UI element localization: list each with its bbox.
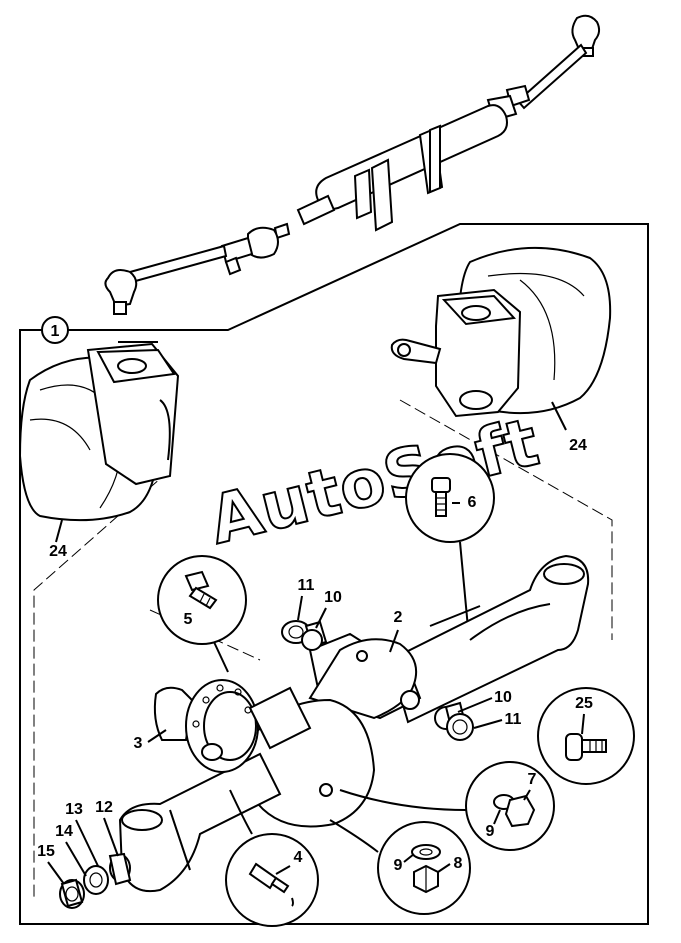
group-1-outline: 1: [19, 223, 649, 925]
callout-11-top: 11: [298, 577, 315, 594]
callout-15: 15: [37, 843, 55, 860]
callout-6: 6: [468, 494, 477, 511]
callout-3: 3: [134, 735, 143, 752]
axle-beam: 2 3: [118, 554, 590, 892]
callout-5: 5: [184, 611, 193, 628]
callout-14: 14: [55, 823, 73, 840]
detail-circle-4: 4: [225, 789, 319, 927]
callout-10-right: 10: [494, 689, 512, 706]
bushes-top: 11 10: [281, 577, 342, 651]
detail-circle-25: 25: [537, 687, 635, 785]
callout-9-right: 9: [486, 823, 495, 840]
detail-circle-8-9: 9 8: [329, 819, 471, 915]
seals-bearings: 12 13 14 15: [37, 799, 132, 909]
callout-4: 4: [294, 849, 303, 866]
callout-9-bottom: 9: [394, 857, 403, 874]
callout-10-top: 10: [324, 589, 342, 606]
callout-12: 12: [95, 799, 113, 816]
detail-circle-5: 5: [157, 555, 247, 673]
callout-13: 13: [65, 801, 83, 818]
callout-25: 25: [575, 695, 593, 712]
group-callout-1: 1: [51, 323, 60, 340]
left-hub-drum: 24: [18, 341, 180, 560]
callout-24-right: 24: [569, 437, 587, 454]
right-hub-drum: 24: [390, 247, 612, 454]
callout-8: 8: [454, 855, 463, 872]
detail-circle-6: 6: [405, 453, 495, 629]
track-rod-assembly: [104, 14, 601, 315]
autosoft-watermark: AutoSoft: [202, 403, 547, 559]
callout-2: 2: [394, 609, 403, 626]
callout-7: 7: [528, 771, 537, 788]
callout-24-left: 24: [49, 543, 67, 560]
bushes-right: 10 11: [434, 689, 522, 741]
detail-circle-7-9: 7 9: [339, 761, 555, 851]
callout-11-right: 11: [505, 711, 522, 728]
